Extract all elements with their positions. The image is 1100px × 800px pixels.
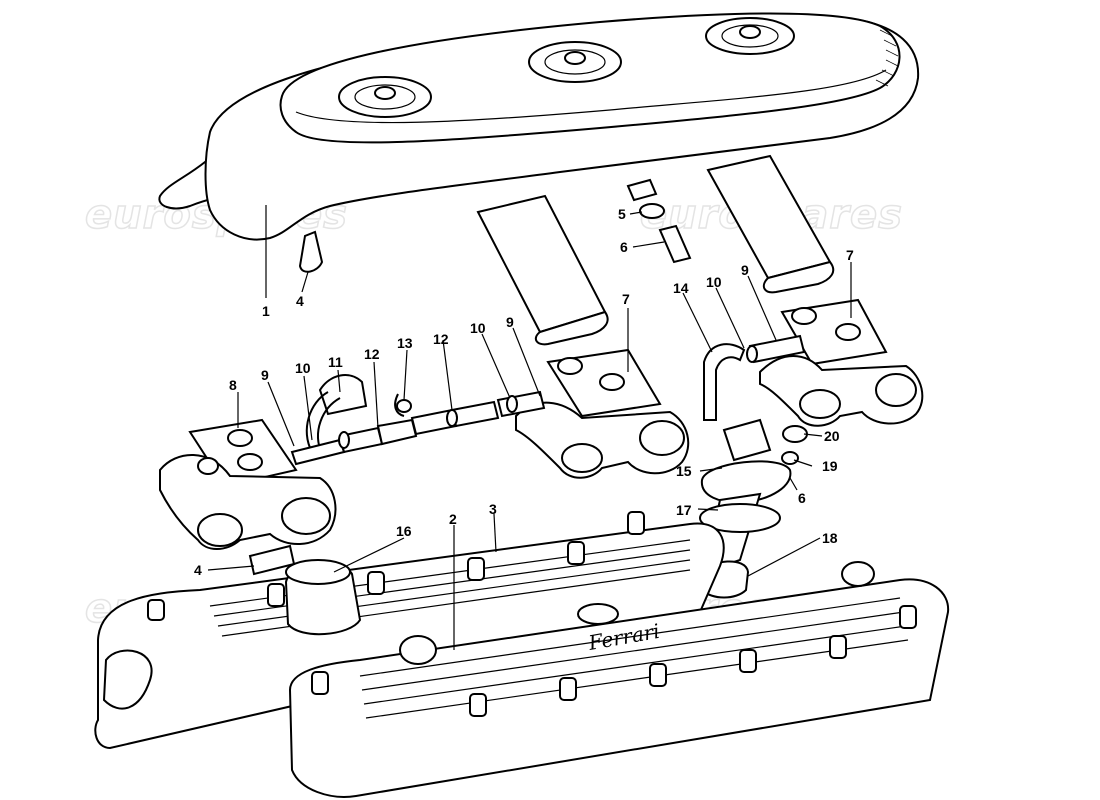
callout-17: 17 (676, 502, 692, 518)
callout-16: 16 (396, 523, 412, 539)
callout-12-left: 12 (364, 346, 380, 362)
callout-8: 8 (229, 377, 237, 393)
intake-manifold-right (759, 298, 924, 427)
callout-5: 5 (618, 206, 626, 222)
callout-14: 14 (673, 280, 689, 296)
callout-3: 3 (489, 501, 497, 517)
callout-labels: 1 2 3 4 4 5 6 6 7 7 8 9 9 9 10 10 10 11 … (194, 206, 854, 578)
callout-12-right: 12 (433, 331, 449, 347)
callout-10-right: 10 (706, 274, 722, 290)
leader-lines (207, 205, 852, 650)
callout-6-lower: 6 (798, 490, 806, 506)
callout-4-lower: 4 (194, 562, 202, 578)
filter-cover-bosses (338, 17, 795, 118)
callout-13: 13 (397, 335, 413, 351)
intake-manifold-center (515, 348, 690, 479)
cam-cover-right: Ferrari (288, 561, 950, 798)
oil-filler-cap (248, 544, 362, 636)
callout-9-left: 9 (261, 367, 269, 383)
callout-9-center: 9 (506, 314, 514, 330)
cam-cover-left-studs (147, 511, 645, 621)
callout-4-upper: 4 (296, 293, 304, 309)
callout-10-left: 10 (295, 360, 311, 376)
breather-assembly (699, 418, 808, 599)
callout-11: 11 (328, 354, 343, 370)
callout-6-upper: 6 (620, 239, 628, 255)
callout-19: 19 (822, 458, 838, 474)
air-filter-housing (158, 12, 920, 346)
callout-18: 18 (822, 530, 838, 546)
callout-1: 1 (262, 303, 270, 319)
intake-ducts (476, 154, 835, 346)
callout-9-right: 9 (741, 262, 749, 278)
callout-2: 2 (449, 511, 457, 527)
callout-7-right: 7 (846, 247, 854, 263)
callout-15: 15 (676, 463, 692, 479)
callout-10-center: 10 (470, 320, 486, 336)
callout-20: 20 (824, 428, 840, 444)
clamp-and-hose-upper (639, 203, 692, 264)
intake-manifold-left (159, 418, 337, 550)
lid-knurl-hatching (875, 29, 899, 87)
cam-cover-right-studs (311, 605, 917, 717)
callout-7-center: 7 (622, 291, 630, 307)
